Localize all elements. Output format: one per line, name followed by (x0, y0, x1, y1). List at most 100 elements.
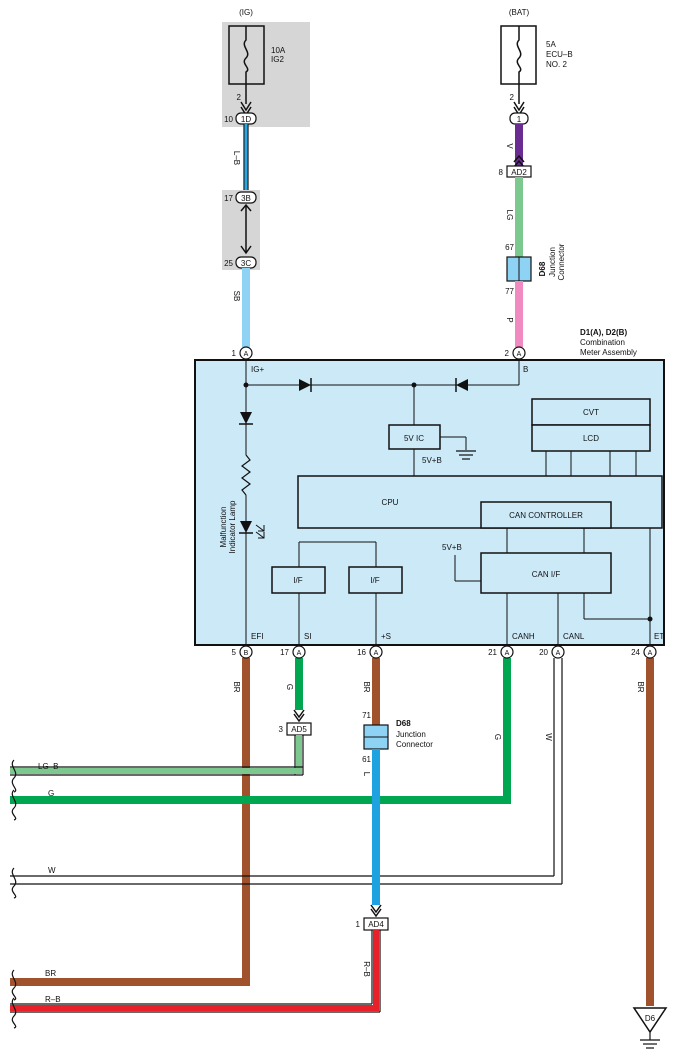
pin-si-num: 17 (280, 648, 289, 657)
wire-g-canh (503, 658, 511, 804)
harness-br (10, 978, 250, 986)
bottom-pins: B 5 A 17 A 16 A 21 A 20 A 24 (232, 645, 657, 659)
label-5vb-1: 5V+B (422, 456, 442, 465)
block-lcd (531, 424, 651, 452)
meter-title-line2: Combination (580, 338, 625, 347)
block-if-1-label: I/F (293, 576, 302, 585)
pin-label-s: +S (381, 632, 391, 641)
pin-canl (551, 645, 565, 659)
wire-v (515, 124, 523, 166)
diode-icon (240, 412, 252, 424)
block-5v-ic-label: 5V IC (404, 434, 424, 443)
fuse-ig-pin: 2 (237, 93, 242, 102)
wire-lg (515, 177, 523, 257)
pin-b-conn: A (517, 351, 522, 358)
fuse-ig-name: IG2 (271, 55, 284, 64)
wire-lb-label: L–B (232, 151, 241, 165)
pin-s-num: 16 (357, 648, 366, 657)
pin-label-et: ET (654, 632, 664, 641)
pin-ig-num: 1 (232, 349, 237, 358)
pin-efi-conn: B (244, 650, 249, 657)
harness-label-w: W (48, 866, 56, 875)
connector-ad2-pin: 8 (499, 168, 504, 177)
block-if-1 (271, 566, 326, 594)
pin-et-conn: A (648, 650, 653, 657)
wire-sb (242, 268, 250, 347)
harness-label-g: G (48, 789, 54, 798)
connector-3b-label: 3B (241, 194, 251, 203)
connector-3b-pin: 17 (224, 194, 233, 203)
harness-g (10, 796, 511, 804)
led-indicator-icon (240, 521, 252, 533)
wire-br-efi-label: BR (232, 681, 241, 692)
wire-g-canh-label: G (493, 734, 502, 740)
label-ig-plus: IG+ (251, 365, 264, 374)
ground-point (632, 1007, 668, 1034)
label-b: B (523, 365, 528, 374)
connector-1d-pin: 10 (224, 115, 233, 124)
harness-label-br: BR (45, 969, 56, 978)
fuse-bat-name: ECU–B (546, 50, 573, 59)
pin-label-canl: CANL (563, 632, 585, 641)
wire-br-efi (242, 658, 250, 986)
wire-l-label: L (362, 772, 371, 777)
wire-rb-label: R–B (362, 961, 371, 977)
wire-p-label: P (505, 317, 514, 322)
pin-label-efi: EFI (251, 632, 263, 641)
wire-v-label: V (505, 143, 514, 149)
source-ig-label: (IG) (239, 8, 253, 17)
pin-ig-conn: A (244, 351, 249, 358)
wire-lg-label: LG (505, 210, 514, 221)
wire-sb-label: SB (232, 291, 241, 302)
connector-ad4-label: AD4 (368, 920, 384, 929)
block-5v-ic (388, 424, 441, 450)
pin-canh-conn: A (505, 650, 510, 657)
ground-label: D6 (645, 1014, 656, 1023)
wire-br-et (646, 658, 654, 1006)
connector-ad4-pin: 1 (356, 920, 361, 929)
wire-br-s (372, 658, 380, 725)
wire-w-label: W (544, 733, 553, 741)
wire-br-s-label: BR (362, 681, 371, 692)
block-can-if-label: CAN I/F (532, 570, 561, 579)
pin-et (643, 645, 657, 659)
pin-efi (239, 645, 253, 659)
meter-title-connectors: D1(A), D2(B) (580, 328, 627, 337)
connector-ad5-label: AD5 (291, 725, 307, 734)
fuse-icon (516, 26, 522, 84)
pin-canl-num: 20 (539, 648, 548, 657)
junction-pin-77: 77 (505, 287, 514, 296)
connector-1d-label: 1D (241, 115, 251, 124)
diode-icon (299, 379, 311, 391)
wire-lb (244, 124, 248, 192)
diode-icon (456, 379, 468, 391)
junction-label-1: Junction (548, 247, 557, 277)
pin-et-num: 24 (631, 648, 640, 657)
wire-break-icons (11, 759, 17, 1029)
block-if-2 (348, 566, 403, 594)
harness-r-b (10, 1005, 379, 1011)
connector-3c-label: 3C (241, 259, 251, 268)
connector-arrow-icon (240, 101, 252, 112)
pin-canh (500, 645, 514, 659)
pin-efi-num: 5 (232, 648, 237, 657)
wire-l (372, 749, 380, 905)
block-can-controller-label: CAN CONTROLLER (509, 511, 583, 520)
fuse-bat-number: NO. 2 (546, 60, 567, 69)
mil-label-2: Indicator Lamp (228, 500, 237, 553)
block-cvt (531, 398, 651, 426)
connector-ad2-label: AD2 (511, 168, 527, 177)
pin-label-canh: CANH (512, 632, 535, 641)
mil-label-1: Malfunction (219, 507, 228, 548)
junction2-pin-61: 61 (362, 755, 371, 764)
pin-si (292, 645, 306, 659)
source-bat-label: (BAT) (509, 8, 530, 17)
pin-canl-conn: A (556, 650, 561, 657)
block-if-2-label: I/F (370, 576, 379, 585)
junction2-pin-71: 71 (362, 711, 371, 720)
connector-3c-pin: 25 (224, 259, 233, 268)
pin-label-si: SI (304, 632, 312, 641)
fuse-bat-rating: 5A (546, 40, 556, 49)
wire-br-et-label: BR (636, 681, 645, 692)
